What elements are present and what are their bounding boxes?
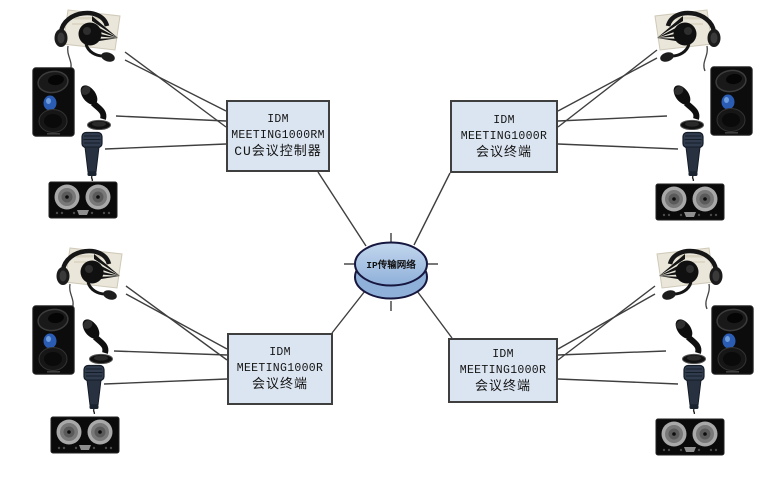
speaker-icon — [711, 305, 754, 375]
speaker-icon — [32, 67, 75, 137]
node-box-line: 会议终端 — [251, 377, 308, 392]
node-box-controller: IDM MEETING1000RM CU会议控制器 — [226, 100, 330, 172]
node-box-line: IDM — [492, 347, 514, 361]
connection-line — [557, 378, 679, 385]
connection-line — [331, 290, 366, 334]
connection-line — [125, 293, 228, 350]
desktop-microphone-icon — [669, 318, 713, 364]
connection-line — [124, 51, 227, 128]
desktop-microphone-icon — [76, 318, 120, 364]
connection-line — [416, 290, 453, 339]
headset-icon — [649, 6, 723, 72]
node-box-line: 会议终端 — [475, 144, 532, 160]
node-box-line: MEETING1000R — [236, 362, 324, 375]
connection-line — [125, 285, 228, 361]
desktop-microphone-icon — [74, 84, 118, 130]
node-box-terminal-bottom-right: IDM MEETING1000R 会议终端 — [448, 338, 558, 403]
desktop-microphone-icon — [667, 84, 711, 130]
connection-line — [557, 293, 656, 350]
node-box-line: IDM — [267, 113, 289, 126]
node-box-line: IDM — [269, 346, 291, 359]
connection-line — [104, 143, 227, 150]
handheld-microphone-icon — [679, 131, 707, 181]
connection-line — [557, 49, 658, 128]
node-box-line: MEETING1000R — [460, 129, 548, 143]
headset-icon — [52, 6, 126, 72]
speaker-icon — [710, 66, 753, 136]
connection-line — [113, 350, 228, 356]
connection-line — [557, 285, 656, 361]
node-box-line: IDM — [493, 113, 515, 127]
handheld-microphone-icon — [80, 364, 108, 414]
node-box-line: 会议终端 — [474, 378, 531, 394]
audio-player-icon — [50, 415, 120, 455]
audio-player-icon — [655, 182, 725, 222]
connection-line — [103, 378, 228, 385]
connection-line — [557, 143, 679, 150]
headset-icon — [54, 244, 128, 310]
connection-line — [124, 59, 227, 112]
node-box-terminal-bottom-left: IDM MEETING1000R 会议终端 — [227, 333, 333, 405]
node-box-line: MEETING1000RM — [231, 129, 325, 142]
connection-line — [317, 171, 367, 247]
audio-player-icon — [48, 180, 118, 220]
connection-line — [557, 350, 667, 356]
speaker-icon — [32, 305, 75, 375]
ip-network-hub: IP传输网络 — [354, 241, 428, 300]
hub-top-face — [354, 241, 428, 287]
handheld-microphone-icon — [78, 131, 106, 181]
node-box-line: MEETING1000R — [459, 363, 547, 377]
node-box-terminal-top-right: IDM MEETING1000R 会议终端 — [450, 100, 558, 173]
connection-line — [557, 115, 668, 122]
audio-player-icon — [655, 417, 725, 457]
connection-line — [115, 115, 227, 122]
connection-line — [557, 57, 658, 112]
node-box-line: CU会议控制器 — [234, 144, 322, 159]
handheld-microphone-icon — [680, 364, 708, 414]
headset-icon — [651, 244, 725, 310]
connection-line — [413, 172, 451, 246]
hub-label: IP传输网络 — [366, 259, 416, 271]
connection-lines — [103, 49, 679, 385]
